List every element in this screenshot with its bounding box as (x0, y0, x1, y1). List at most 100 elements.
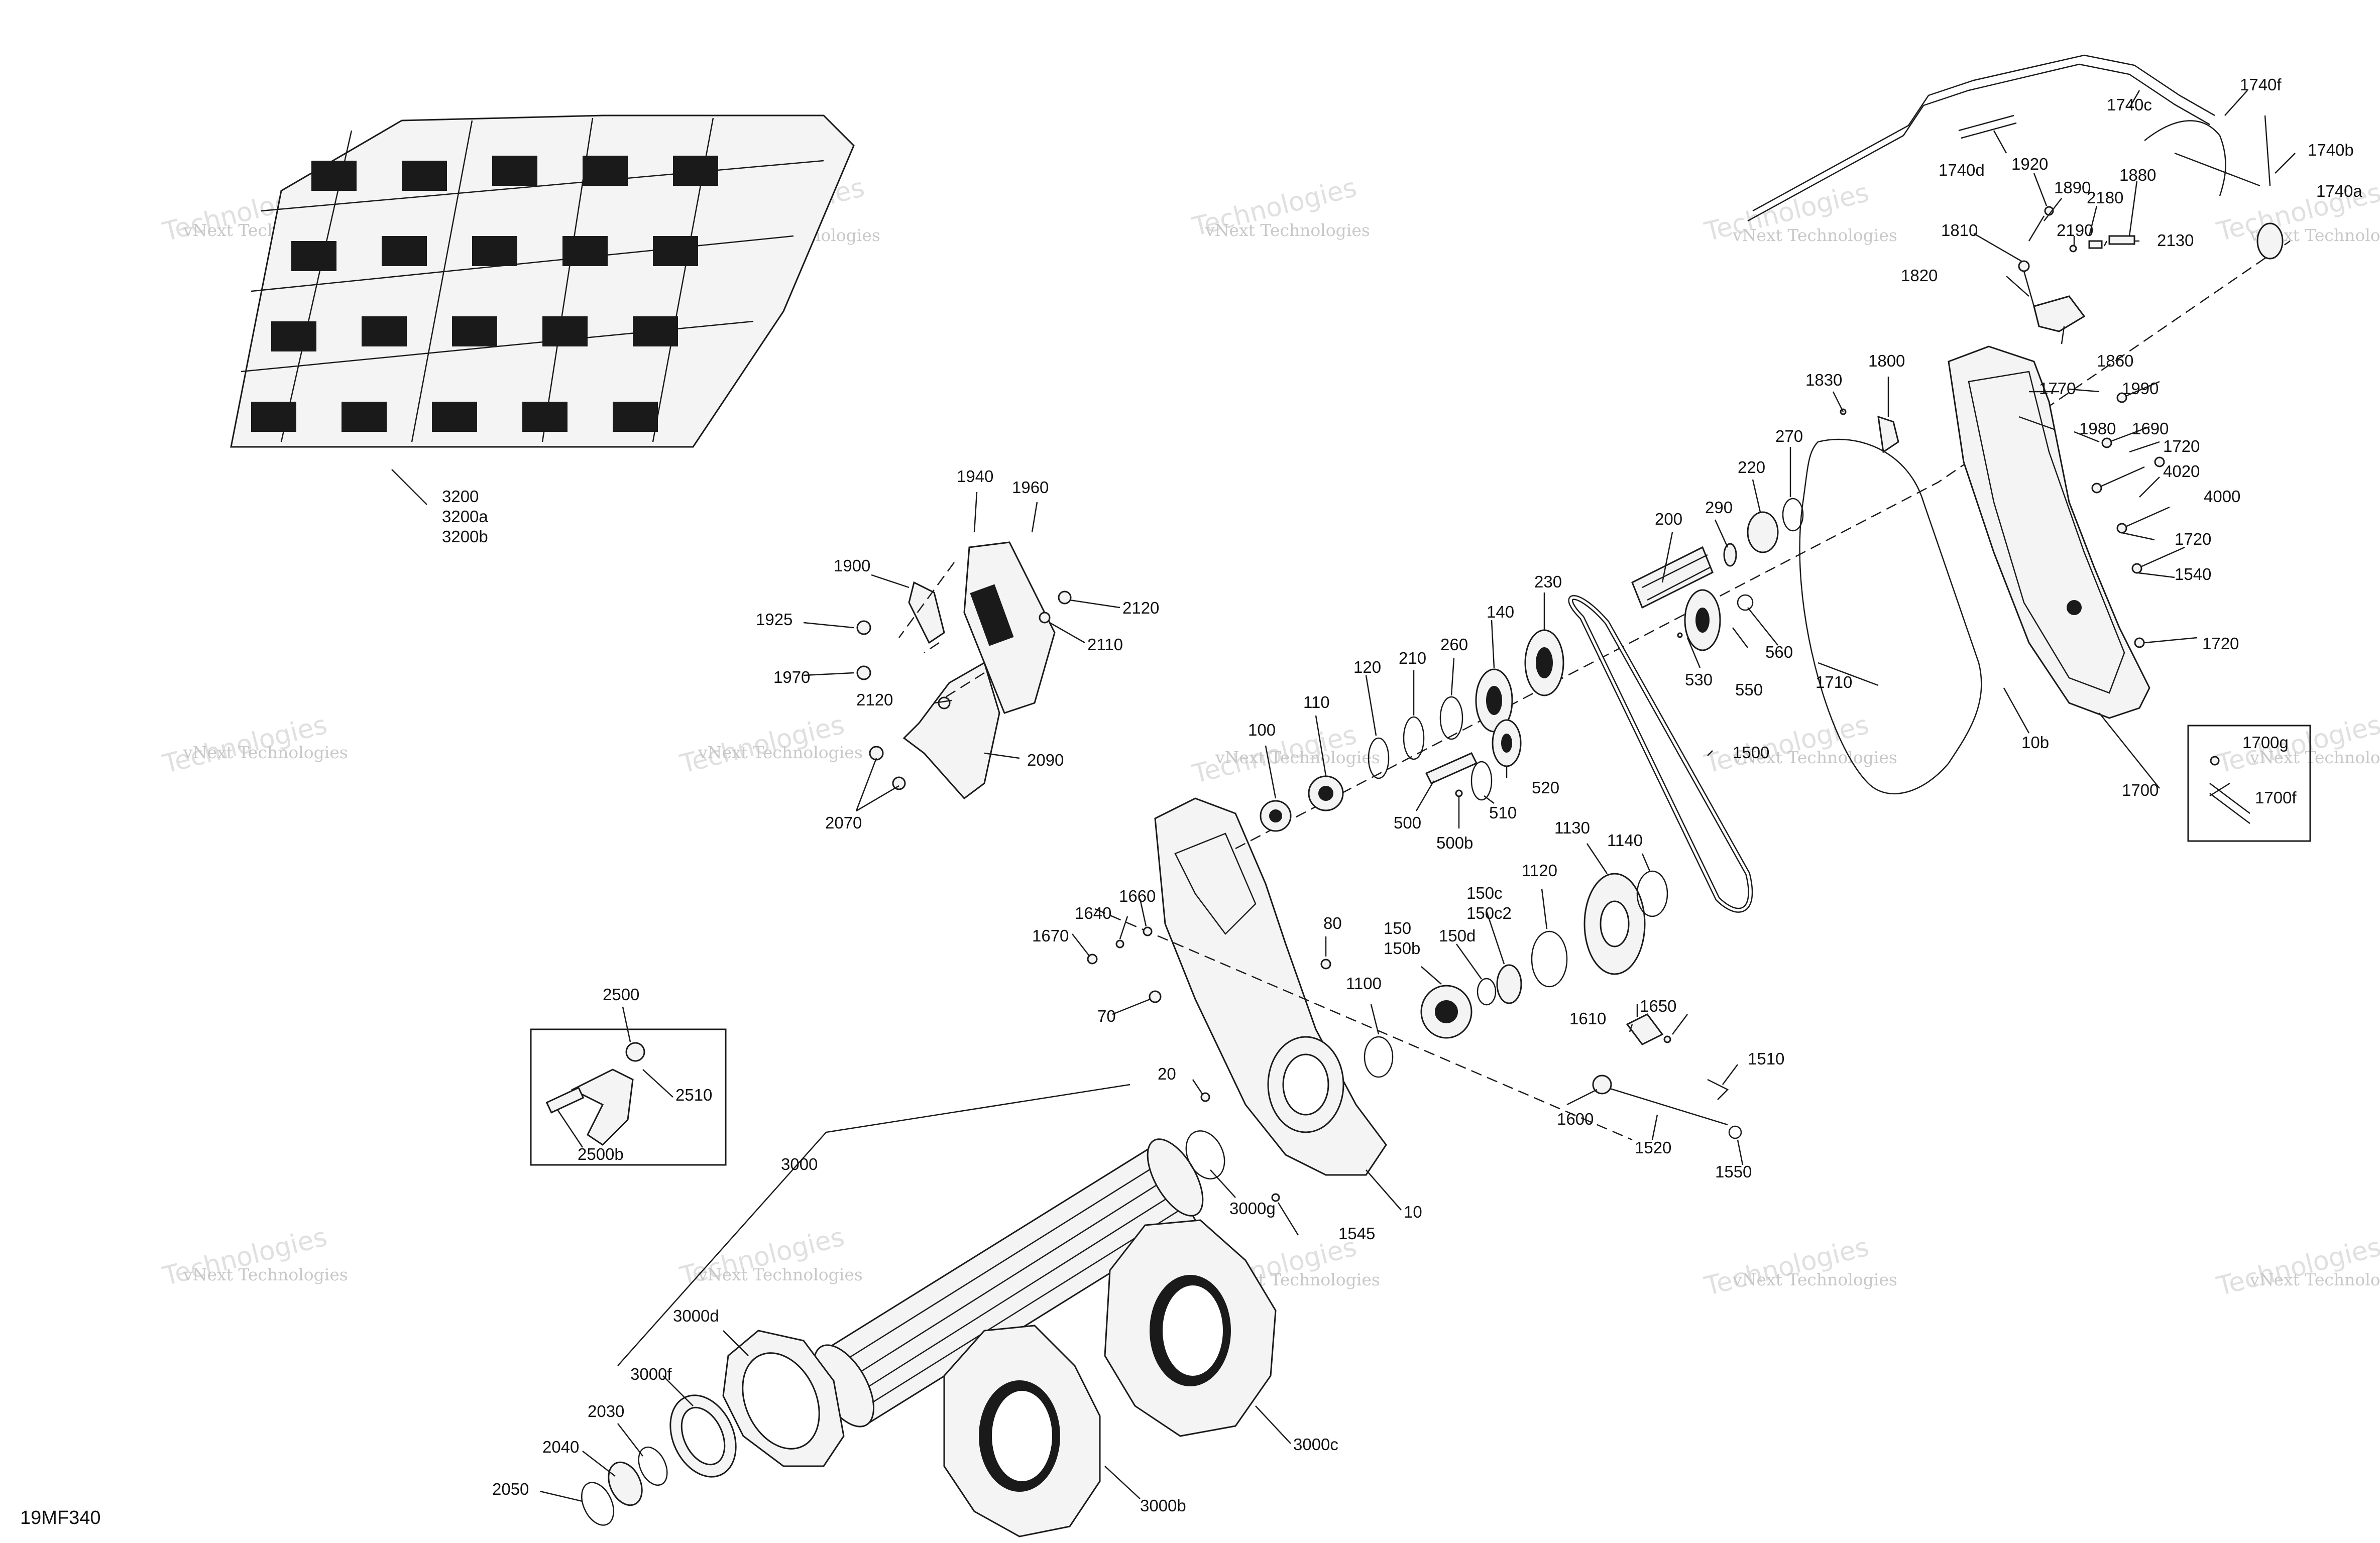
label-3000d: 3000d (673, 1307, 719, 1325)
clip-2050 (581, 1482, 614, 1526)
ring-270 (1782, 498, 1804, 532)
label-2510: 2510 (675, 1086, 712, 1104)
label-1860: 1860 (2097, 351, 2133, 370)
label-1980: 1980 (2079, 419, 2116, 438)
label-1960: 1960 (1012, 478, 1049, 497)
watermark-big: Technologies (2214, 1232, 2380, 1302)
label-1550: 1550 (1715, 1162, 1752, 1181)
tube-1740c (1752, 54, 2215, 212)
watermark: vNext Technologies (1215, 748, 1380, 767)
label-20: 20 (1158, 1064, 1176, 1083)
part-1545 (1271, 1193, 1280, 1202)
label-1940: 1940 (957, 467, 993, 486)
ring-1100 (1364, 1036, 1394, 1078)
tube-1700f (2209, 783, 2250, 824)
label-2130: 2130 (2157, 231, 2194, 250)
label-1900: 1900 (834, 556, 870, 575)
label-4020: 4020 (2163, 462, 2200, 481)
watermark: vNext Technologies (2249, 748, 2380, 767)
label-210: 210 (1399, 649, 1426, 667)
label-230: 230 (1534, 572, 1562, 591)
label-4000: 4000 (2204, 487, 2240, 506)
label-1690: 1690 (2132, 419, 2169, 438)
tube-1740b (2264, 115, 2271, 186)
label-1100: 1100 (1346, 974, 1382, 993)
label-1140: 1140 (1607, 831, 1643, 850)
part-1650 (1663, 1035, 1671, 1043)
watermark: vNext Technologies (2249, 1270, 2380, 1289)
label-520: 520 (1532, 778, 1559, 797)
nut-2040 (608, 1461, 643, 1506)
label-3000c: 3000c (1293, 1435, 1338, 1454)
label-560: 560 (1765, 643, 1793, 661)
pin-2500b (545, 1087, 585, 1114)
label-70: 70 (1097, 1007, 1116, 1025)
label-3200b: 3200b (442, 527, 488, 546)
part-1600 (1592, 1075, 1612, 1095)
bolt-1670 (1087, 954, 1098, 965)
label-1610: 1610 (1569, 1009, 1606, 1028)
watermark-big: Technologies (1702, 710, 1872, 780)
label-1650: 1650 (1640, 997, 1676, 1015)
label-1720b: 1720 (2175, 530, 2211, 548)
label-1990: 1990 (2122, 379, 2159, 398)
label-1880: 1880 (2119, 166, 2156, 184)
label-530: 530 (1685, 670, 1713, 689)
label-510: 510 (1489, 803, 1517, 822)
part-1660 (1143, 926, 1153, 936)
label-10b: 10b (2021, 733, 2049, 752)
part-1810 (2018, 260, 2030, 272)
label-1700f: 1700f (2255, 788, 2297, 807)
label-1660: 1660 (1119, 887, 1156, 905)
label-1740c: 1740c (2107, 95, 2152, 114)
part-2180 (2088, 240, 2103, 249)
ring-560 (1737, 594, 1754, 611)
label-1740b: 1740b (2308, 141, 2354, 159)
label-1810: 1810 (1941, 221, 1978, 240)
pin-1820 (2023, 271, 2035, 307)
label-120: 120 (1353, 658, 1381, 676)
label-1720: 1720 (2163, 437, 2200, 455)
label-3000b: 3000b (1140, 1496, 1186, 1515)
spring-2130 (2108, 235, 2135, 245)
label-2030: 2030 (588, 1402, 624, 1420)
label-1740f: 1740f (2240, 75, 2282, 94)
label-1800: 1800 (1868, 351, 1905, 370)
watermark-big: Technologies (1702, 1232, 1872, 1302)
label-150b: 150b (1384, 939, 1420, 958)
lever-1800 (1877, 415, 1899, 453)
part-1700g (2210, 756, 2220, 766)
watermark-big: Technologies (2214, 710, 2380, 780)
label-220: 220 (1738, 458, 1765, 477)
label-1920: 1920 (2011, 155, 2048, 173)
rod-1520 (1597, 1084, 1728, 1126)
label-3000f: 3000f (630, 1365, 672, 1383)
nut-80 (1320, 959, 1331, 970)
part-labels: 3200 3200a 3200b 1940 1960 1900 1925 212… (20, 75, 2362, 1528)
ring-1550 (1728, 1125, 1742, 1139)
chaincase-cover-10 (1154, 797, 1387, 1176)
label-1700: 1700 (2122, 781, 2159, 799)
label-270: 270 (1775, 427, 1803, 445)
tube-1740f (2144, 120, 2226, 196)
label-1540: 1540 (2175, 565, 2211, 583)
watermark: vNext Technologies (183, 1265, 348, 1284)
label-1520: 1520 (1635, 1138, 1671, 1157)
lever-1890 (2028, 215, 2045, 242)
label-260: 260 (1440, 635, 1468, 654)
ring-1140 (1636, 870, 1668, 917)
label-150: 150 (1384, 919, 1411, 937)
label-1640: 1640 (1075, 904, 1111, 922)
label-1740a: 1740a (2316, 182, 2362, 200)
part-530 (1677, 632, 1683, 638)
label-3200a: 3200a (442, 507, 488, 526)
label-150c: 150c (1466, 884, 1503, 902)
label-2050: 2050 (492, 1480, 529, 1498)
oring-3000g (1185, 1130, 1225, 1179)
selector-1860 (2033, 295, 2086, 332)
ring-150d (1477, 978, 1497, 1006)
label-500b: 500b (1436, 834, 1473, 852)
watermark: vNext Technologies (1732, 748, 1897, 767)
label-140: 140 (1487, 603, 1514, 621)
axis-line-lower (1094, 908, 1633, 1141)
